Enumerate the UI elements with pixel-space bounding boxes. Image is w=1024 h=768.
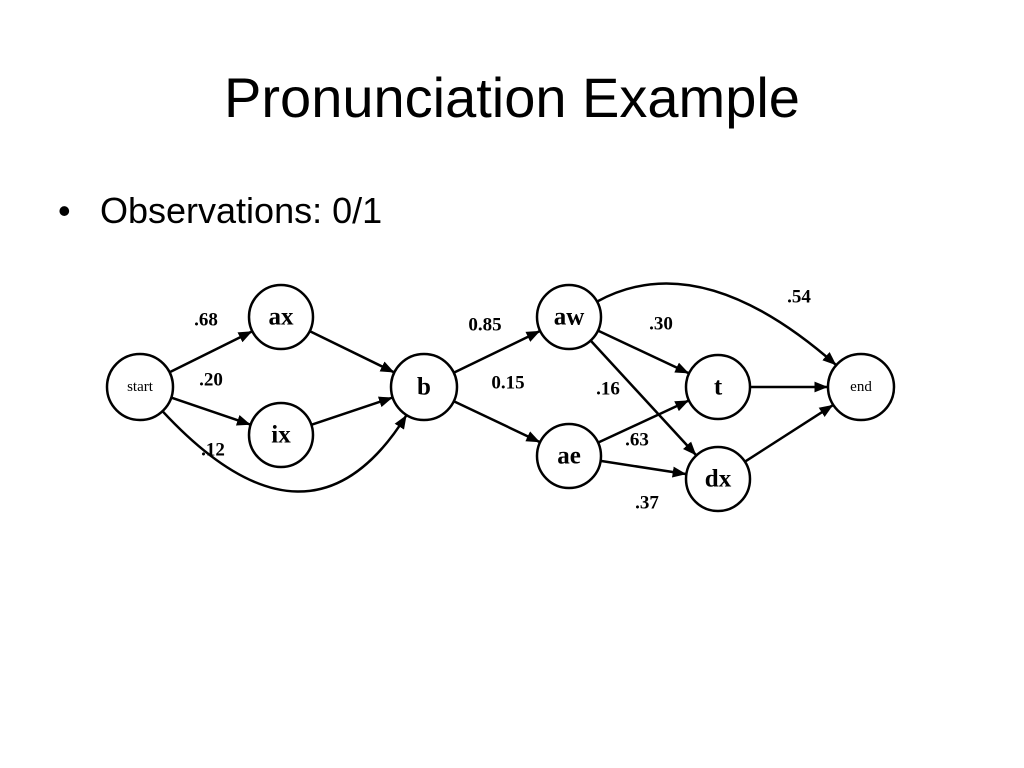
edge-label-aw-to-t: .30 <box>649 314 673 335</box>
node-b: b <box>389 352 459 422</box>
node-circle-ae <box>535 422 603 490</box>
node-label-aw: aw <box>554 304 585 331</box>
edge-ix-to-b <box>310 396 394 426</box>
node-label-ae: ae <box>557 443 581 470</box>
node-circle-t <box>684 353 752 421</box>
edge-label-aw-to-end: .54 <box>787 287 811 308</box>
node-circle-ix <box>247 401 315 469</box>
bullet-item: • Observations: 0/1 <box>58 188 382 234</box>
node-circle-b <box>389 352 459 422</box>
edge-b-to-ae <box>453 400 541 444</box>
edge-label-b-to-ae: 0.15 <box>491 373 524 394</box>
node-circle-aw <box>535 283 603 351</box>
node-aw: aw <box>535 283 603 351</box>
node-label-dx: dx <box>705 466 732 493</box>
edge-label-b-to-aw: 0.85 <box>468 315 501 336</box>
edge-ae-to-dx <box>600 459 687 478</box>
node-start: start <box>105 352 175 422</box>
edge-label-ae-to-t: .63 <box>625 430 649 451</box>
node-label-t: t <box>714 374 723 401</box>
edge-ax-to-b <box>309 329 395 374</box>
edge-aw-to-end <box>596 282 838 367</box>
bullet-marker: • <box>58 190 71 231</box>
node-circle-ax <box>247 283 315 351</box>
edge-label-start-to-b: .12 <box>201 440 225 461</box>
node-label-start: start <box>127 379 154 395</box>
edge-label-layer: .68 .20 .12 0.85 0.15 .30 .16 .54 .63 .37 <box>194 287 811 514</box>
edge-layer <box>161 282 838 493</box>
edge-start-to-b <box>161 410 408 493</box>
edge-b-to-aw <box>453 329 541 374</box>
node-label-ix: ix <box>271 422 291 449</box>
node-label-ax: ax <box>269 304 295 331</box>
node-circle-dx <box>684 445 752 513</box>
edge-ae-to-t <box>597 399 690 444</box>
edge-label-start-to-ax: .68 <box>194 310 218 331</box>
edge-label-ae-to-dx: .37 <box>635 493 659 514</box>
bullet-text: Observations: 0/1 <box>100 190 383 231</box>
edge-label-aw-to-dx: .16 <box>596 379 620 400</box>
node-dx: dx <box>684 445 752 513</box>
node-ix: ix <box>247 401 315 469</box>
node-circle-start <box>105 352 175 422</box>
edge-label-start-to-ix: .20 <box>199 370 223 391</box>
edge-aw-to-dx <box>589 339 698 457</box>
edge-start-to-ix <box>170 396 252 426</box>
node-t: t <box>684 353 752 421</box>
node-label-b: b <box>417 374 431 401</box>
node-label-end: end <box>850 379 872 395</box>
edge-dx-to-end <box>744 403 834 463</box>
node-end: end <box>826 352 896 422</box>
node-layer: start ax ix b aw ae t dx end <box>105 283 896 513</box>
edge-start-to-ax <box>169 330 253 374</box>
node-ax: ax <box>247 283 315 351</box>
edge-aw-to-t <box>597 329 690 375</box>
slide-title: Pronunciation Example <box>224 66 800 129</box>
node-ae: ae <box>535 422 603 490</box>
node-circle-end <box>826 352 896 422</box>
